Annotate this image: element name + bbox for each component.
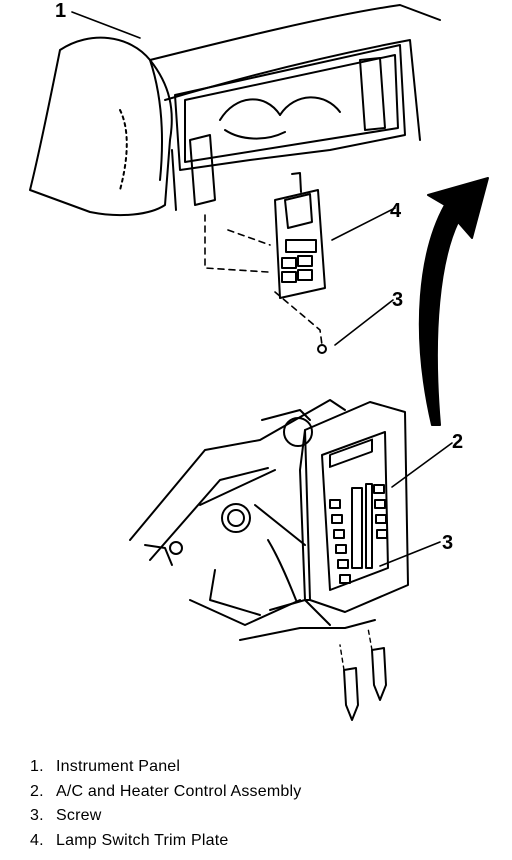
legend-text: Lamp Switch Trim Plate [56,831,229,849]
legend-number: 2. [30,782,44,800]
exploded-view-diagram: 1 4 3 2 3 [29,0,489,721]
legend-number: 3. [30,807,44,824]
legend-text: A/C and Heater Control Assembly [56,782,302,800]
callout-4: 4 [390,200,402,222]
callout-3-upper: 3 [392,289,403,311]
callout-1: 1 [55,0,66,22]
callout-2: 2 [452,431,463,453]
install-direction-arrow [418,177,489,426]
legend-item: 1. Instrument Panel [30,755,301,780]
legend-text: Screw [56,807,102,824]
mounting-bracket [129,399,346,626]
parts-legend: 1. Instrument Panel 2. A/C and Heater Cont… [30,755,301,853]
lamp-switch-trim-plate [274,172,326,299]
callout-leaders [71,11,453,567]
callout-3-lower: 3 [442,532,453,554]
mounting-guide-lines [204,214,323,346]
legend-text: Instrument Panel [56,758,181,775]
legend-number: 4. [30,831,44,849]
legend-item: 4. Lamp Switch Trim Plate [30,829,301,854]
legend-number: 1. [30,758,44,775]
legend-item: 3. Screw [30,804,301,829]
legend-item: 2. A/C and Heater Control Assembly [30,780,301,805]
instrument-panel [29,4,441,217]
screw-lower [339,627,387,721]
screw-upper [317,344,327,354]
control-assembly [239,401,409,641]
